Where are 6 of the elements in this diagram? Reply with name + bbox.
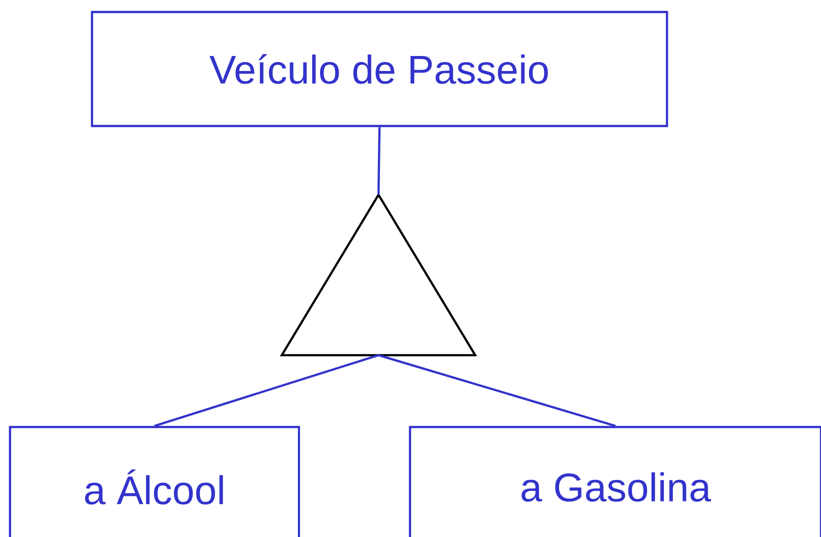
connector-line [377,127,381,195]
class-box: a Gasolina [408,426,821,537]
class-box: Veículo de Passeio [90,10,668,128]
connector-line [378,354,616,427]
connector-line [154,354,379,427]
class-box: a Álcool [8,426,300,537]
